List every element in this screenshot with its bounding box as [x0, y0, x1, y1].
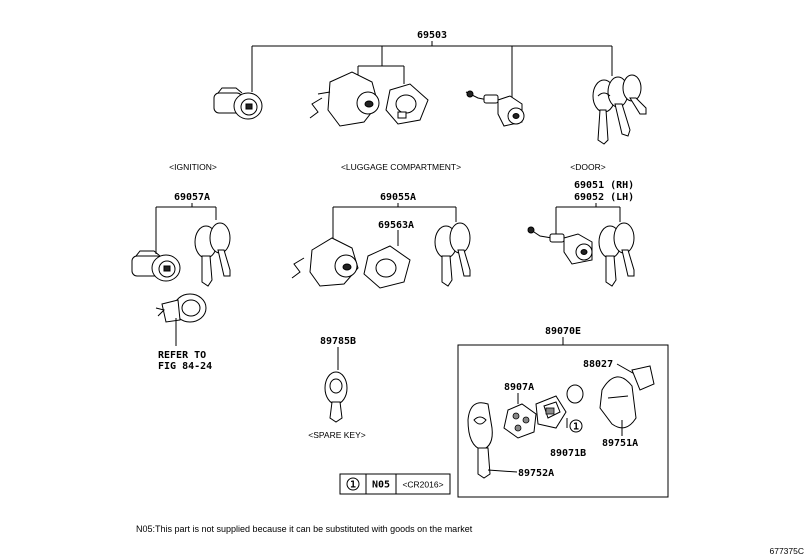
footnote: N05:This part is not supplied because it… — [136, 524, 473, 534]
refer-line-2[interactable]: FIG 84-24 — [158, 361, 212, 372]
figure-code: 677375C — [769, 546, 804, 556]
luggage-keys-icon — [434, 222, 471, 287]
leader-89752A — [487, 469, 518, 473]
legend-code: N05 — [372, 480, 390, 491]
luggage-lock-icon-2 — [291, 237, 359, 287]
svg-text:1: 1 — [573, 422, 579, 433]
part-number-89071B[interactable]: 89071B — [550, 448, 586, 459]
door-lock-cylinder-icon-2 — [527, 226, 593, 265]
door-leader-lines — [555, 203, 621, 236]
part-number-69055A[interactable]: 69055A — [380, 192, 416, 203]
battery-cover-icon — [631, 365, 655, 391]
rubber-button-pad-icon — [503, 403, 537, 439]
key-housing-icon — [599, 376, 637, 429]
key-shell-icon — [467, 402, 493, 479]
lock-gasket-icon — [385, 83, 429, 125]
part-number-69052[interactable]: 69052 (LH) — [574, 192, 634, 203]
lock-gasket-icon-2 — [363, 245, 411, 289]
part-number-8907A[interactable]: 8907A — [504, 382, 534, 393]
ignition-cylinder-icon-2 — [131, 250, 181, 282]
part-number-89752A[interactable]: 89752A — [518, 468, 554, 479]
coin-battery-icon — [566, 384, 584, 404]
door-lock-cylinder-icon — [465, 90, 525, 127]
circuit-board-icon — [535, 395, 567, 429]
section-label-door: <DOOR> — [570, 162, 605, 172]
part-number-89751A[interactable]: 89751A — [602, 438, 638, 449]
keyless-set-frame — [457, 344, 669, 498]
part-number-69057A[interactable]: 69057A — [174, 192, 210, 203]
ignition-leader-lines — [155, 203, 217, 254]
door-keys-icon — [598, 222, 635, 287]
part-number-88027[interactable]: 88027 — [583, 359, 613, 370]
legend-battery: <CR2016> — [402, 480, 443, 490]
section-label-luggage: <LUGGAGE COMPARTMENT> — [341, 162, 461, 172]
ignition-cylinder-icon — [213, 87, 263, 120]
section-label-ignition: <IGNITION> — [169, 162, 217, 172]
luggage-lock-icon — [309, 71, 380, 127]
top-set-leader-lines — [251, 41, 613, 100]
part-number-69051[interactable]: 69051 (RH) — [574, 180, 634, 191]
spare-key-icon — [324, 371, 348, 423]
luggage-leader-lines — [332, 203, 457, 246]
part-number-69563A[interactable]: 69563A — [378, 220, 414, 231]
legend-mark: 1 — [350, 480, 356, 491]
ignition-keys-icon — [194, 222, 231, 287]
section-label-spare-key: <SPARE KEY> — [308, 430, 366, 440]
ignition-switch-icon — [155, 293, 207, 323]
part-number-89070E[interactable]: 89070E — [545, 326, 581, 337]
marker-circle-1: 1 — [569, 419, 583, 433]
legend-box: 1 N05 <CR2016> — [339, 473, 451, 495]
part-number-89785B[interactable]: 89785B — [320, 336, 356, 347]
key-set-icon — [592, 74, 647, 145]
refer-line-1[interactable]: REFER TO — [158, 350, 206, 361]
part-number-69503[interactable]: 69503 — [417, 30, 447, 41]
